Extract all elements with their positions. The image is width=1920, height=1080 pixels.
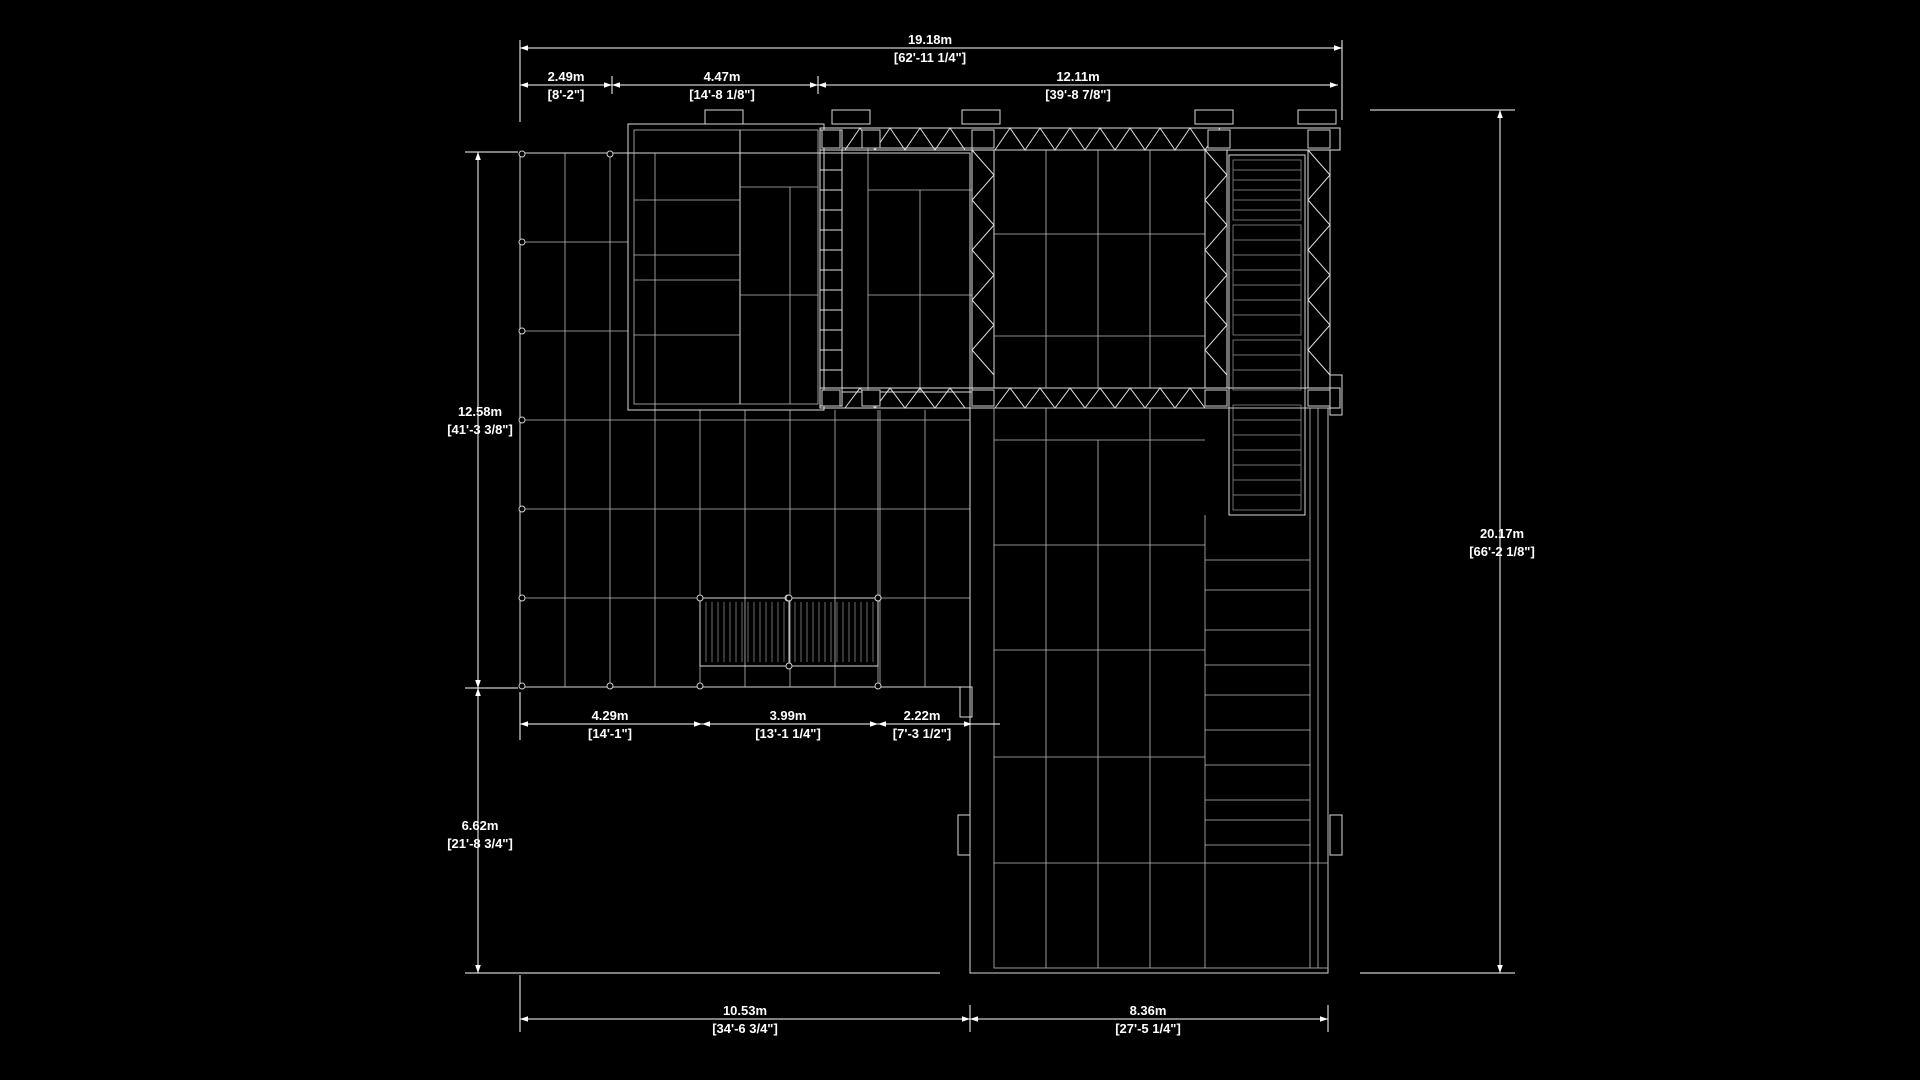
dim-left-lower-imperial: [21'-8 3/4"] (447, 836, 513, 851)
dim-mid-seg2-imperial: [13'-1 1/4"] (755, 726, 821, 741)
dim-top-seg3-imperial: [39'-8 7/8"] (1045, 87, 1111, 102)
left-deck (518, 150, 971, 690)
dim-left-upper-metric: 12.58m (458, 404, 502, 419)
dim-right-overall-imperial: [66'-2 1/8"] (1469, 544, 1535, 559)
vertical-truss-left (819, 129, 843, 407)
dim-bottom-seg1-metric: 10.53m (723, 1003, 767, 1018)
dim-overall-width-imperial: [62'-11 1/4"] (894, 50, 966, 65)
dim-overall-width-metric: 19.18m (908, 32, 952, 47)
dim-bottom-seg2-metric: 8.36m (1130, 1003, 1167, 1018)
left-column-stub (957, 374, 1343, 856)
vertical-truss-right (1204, 149, 1331, 389)
upper-right-module (993, 149, 1206, 389)
middle-module (841, 147, 973, 393)
dim-right-overall-metric: 20.17m (1480, 526, 1524, 541)
dimension-labels: 19.18m [62'-11 1/4"] 2.49m [8'-2"] 4.47m… (447, 32, 1535, 1036)
dim-top-seg3-metric: 12.11m (1056, 69, 1099, 84)
dim-mid-seg1-metric: 4.29m (592, 708, 629, 723)
dim-top-seg2-metric: 4.47m (704, 69, 741, 84)
dim-top-seg1-metric: 2.49m (548, 69, 585, 84)
dim-bottom-seg1-imperial: [34'-6 3/4"] (712, 1021, 778, 1036)
plan-linework (518, 109, 1343, 974)
upper-stage-module (627, 123, 825, 411)
right-main-deck (969, 407, 1329, 974)
vertical-truss-center (971, 149, 995, 389)
dim-mid-seg3-metric: 2.22m (904, 708, 941, 723)
dim-bottom-seg2-imperial: [27'-5 1/4"] (1115, 1021, 1181, 1036)
top-truss (819, 127, 1341, 151)
dimension-lines (465, 40, 1515, 1032)
dim-left-upper-imperial: [41'-3 3/8"] (447, 422, 513, 437)
dim-left-lower-metric: 6.62m (462, 818, 499, 833)
dim-mid-seg2-metric: 3.99m (770, 708, 807, 723)
grated-walkway (1228, 154, 1306, 516)
top-fixtures (704, 109, 1337, 125)
dim-top-seg1-imperial: [8'-2"] (548, 87, 585, 102)
dim-mid-seg1-imperial: [14'-1"] (588, 726, 632, 741)
dim-top-seg2-imperial: [14'-8 1/8"] (689, 87, 755, 102)
dim-mid-seg3-imperial: [7'-3 1/2"] (893, 726, 951, 741)
stair-grating (696, 594, 882, 670)
